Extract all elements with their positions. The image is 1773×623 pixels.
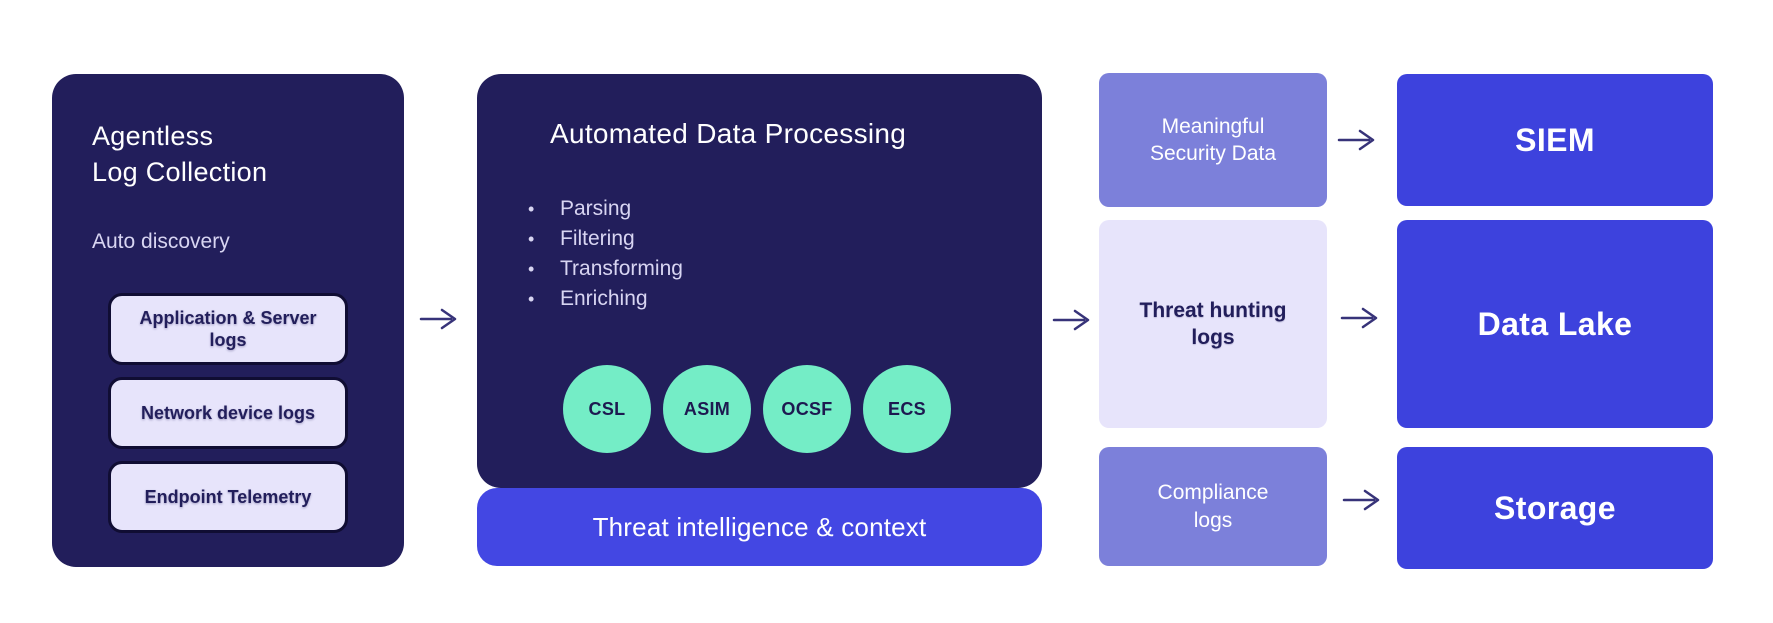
format-badge-row: CSL ASIM OCSF ECS <box>563 365 951 453</box>
format-badge-csl: CSL <box>563 365 651 453</box>
flow-arrow-icon <box>1336 125 1378 155</box>
flow-arrow-icon <box>1341 485 1383 515</box>
threat-intelligence-banner: Threat intelligence & context <box>477 488 1042 566</box>
flow-arrow-icon <box>1339 303 1381 333</box>
log-source-label: Endpoint Telemetry <box>144 486 312 507</box>
bullet-icon: • <box>528 289 535 309</box>
format-badge-asim: ASIM <box>663 365 751 453</box>
log-source-chip: Application & Server logs <box>108 293 348 365</box>
log-source-list: Application & Server logs Network device… <box>108 293 348 533</box>
source-panel-subtitle: Auto discovery <box>92 230 230 253</box>
log-source-label: Application & Server logs <box>139 307 317 351</box>
process-step: • Parsing <box>528 194 683 224</box>
output-box-compliance-logs: Compliance logs <box>1099 447 1327 566</box>
log-source-chip: Endpoint Telemetry <box>108 461 348 533</box>
process-step: • Transforming <box>528 254 683 284</box>
log-source-chip: Network device logs <box>108 377 348 449</box>
output-box-meaningful-security-data: Meaningful Security Data <box>1099 73 1327 207</box>
destination-box-data-lake: Data Lake <box>1397 220 1713 428</box>
process-panel-title: Automated Data Processing <box>550 118 907 149</box>
process-step-label: Transforming <box>560 257 683 280</box>
process-step-label: Filtering <box>560 227 635 250</box>
format-badge-ocsf: OCSF <box>763 365 851 453</box>
process-step: • Filtering <box>528 224 683 254</box>
format-badge-ecs: ECS <box>863 365 951 453</box>
destination-box-siem: SIEM <box>1397 74 1713 206</box>
process-step-list: • Parsing • Filtering • Transforming • E… <box>528 194 683 314</box>
log-source-label: Network device logs <box>140 402 316 423</box>
bullet-icon: • <box>528 259 535 279</box>
destination-box-storage: Storage <box>1397 447 1713 569</box>
process-panel: Automated Data Processing • Parsing • Fi… <box>477 74 1042 488</box>
process-step-label: Enriching <box>560 287 648 310</box>
output-box-threat-hunting-logs: Threat hunting logs <box>1099 220 1327 428</box>
flow-arrow-icon <box>418 304 460 334</box>
process-step-label: Parsing <box>560 197 632 220</box>
bullet-icon: • <box>528 229 535 249</box>
source-panel-title: Agentless Log Collection <box>92 121 268 188</box>
flow-arrow-icon <box>1051 305 1093 335</box>
bullet-icon: • <box>528 199 535 219</box>
process-step: • Enriching <box>528 284 683 314</box>
source-panel: Agentless Log Collection Auto discovery … <box>52 74 404 567</box>
